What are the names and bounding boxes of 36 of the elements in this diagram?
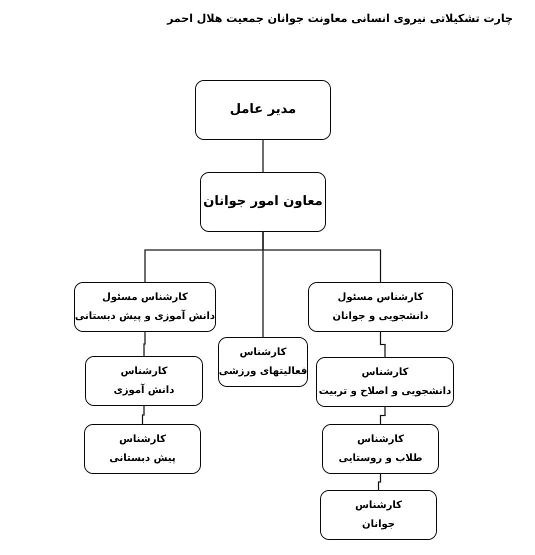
- org-box: [84, 424, 201, 474]
- position-title: معاون امور جوانان: [203, 194, 323, 210]
- org-box: [308, 282, 453, 332]
- connector-line: [380, 332, 386, 357]
- position-title: کارشناس: [240, 346, 286, 358]
- position-detail: دانش آموزی: [114, 384, 174, 396]
- connector-line: [143, 332, 146, 356]
- org-box: [320, 490, 437, 540]
- org-box: [85, 356, 203, 406]
- position-title: کارشناس: [119, 434, 166, 446]
- position-title: کارشناس: [355, 500, 402, 512]
- position-detail: طلاب و روستایی: [338, 452, 422, 464]
- position-detail: جوانان: [362, 518, 395, 530]
- org-box: [200, 172, 326, 232]
- connector-line: [144, 232, 264, 282]
- position-detail: دانش آموزی و پیش دبستانی: [74, 310, 216, 322]
- org-box: [316, 357, 454, 407]
- position-title: کارشناس: [362, 366, 408, 378]
- position-title: کارشناس مسئول: [102, 292, 188, 304]
- connector-line: [142, 406, 145, 424]
- position-title: کارشناس: [120, 366, 168, 378]
- position-detail: فعالیتهای ورزشی: [218, 366, 308, 378]
- chart-title: چارت تشکیلاتی نیروی انسانی معاونت جوانان جمعیت هلال احمر: [166, 12, 514, 25]
- position-title: مدیر عامل: [230, 102, 296, 118]
- position-detail: پیش دبستانی: [109, 452, 176, 464]
- position-detail: دانشجویی و جوانان: [332, 310, 428, 322]
- connector-line: [380, 407, 386, 424]
- org-box: [322, 424, 439, 474]
- org-box: [195, 80, 331, 140]
- position-title: کارشناس مسئول: [338, 292, 424, 304]
- org-box: [74, 282, 216, 332]
- position-detail: دانشجویی و اصلاح و تربیت: [318, 386, 452, 398]
- connector-line: [262, 140, 264, 172]
- connector-line: [378, 474, 382, 490]
- org-box: [218, 337, 308, 387]
- position-title: کارشناس: [357, 434, 404, 446]
